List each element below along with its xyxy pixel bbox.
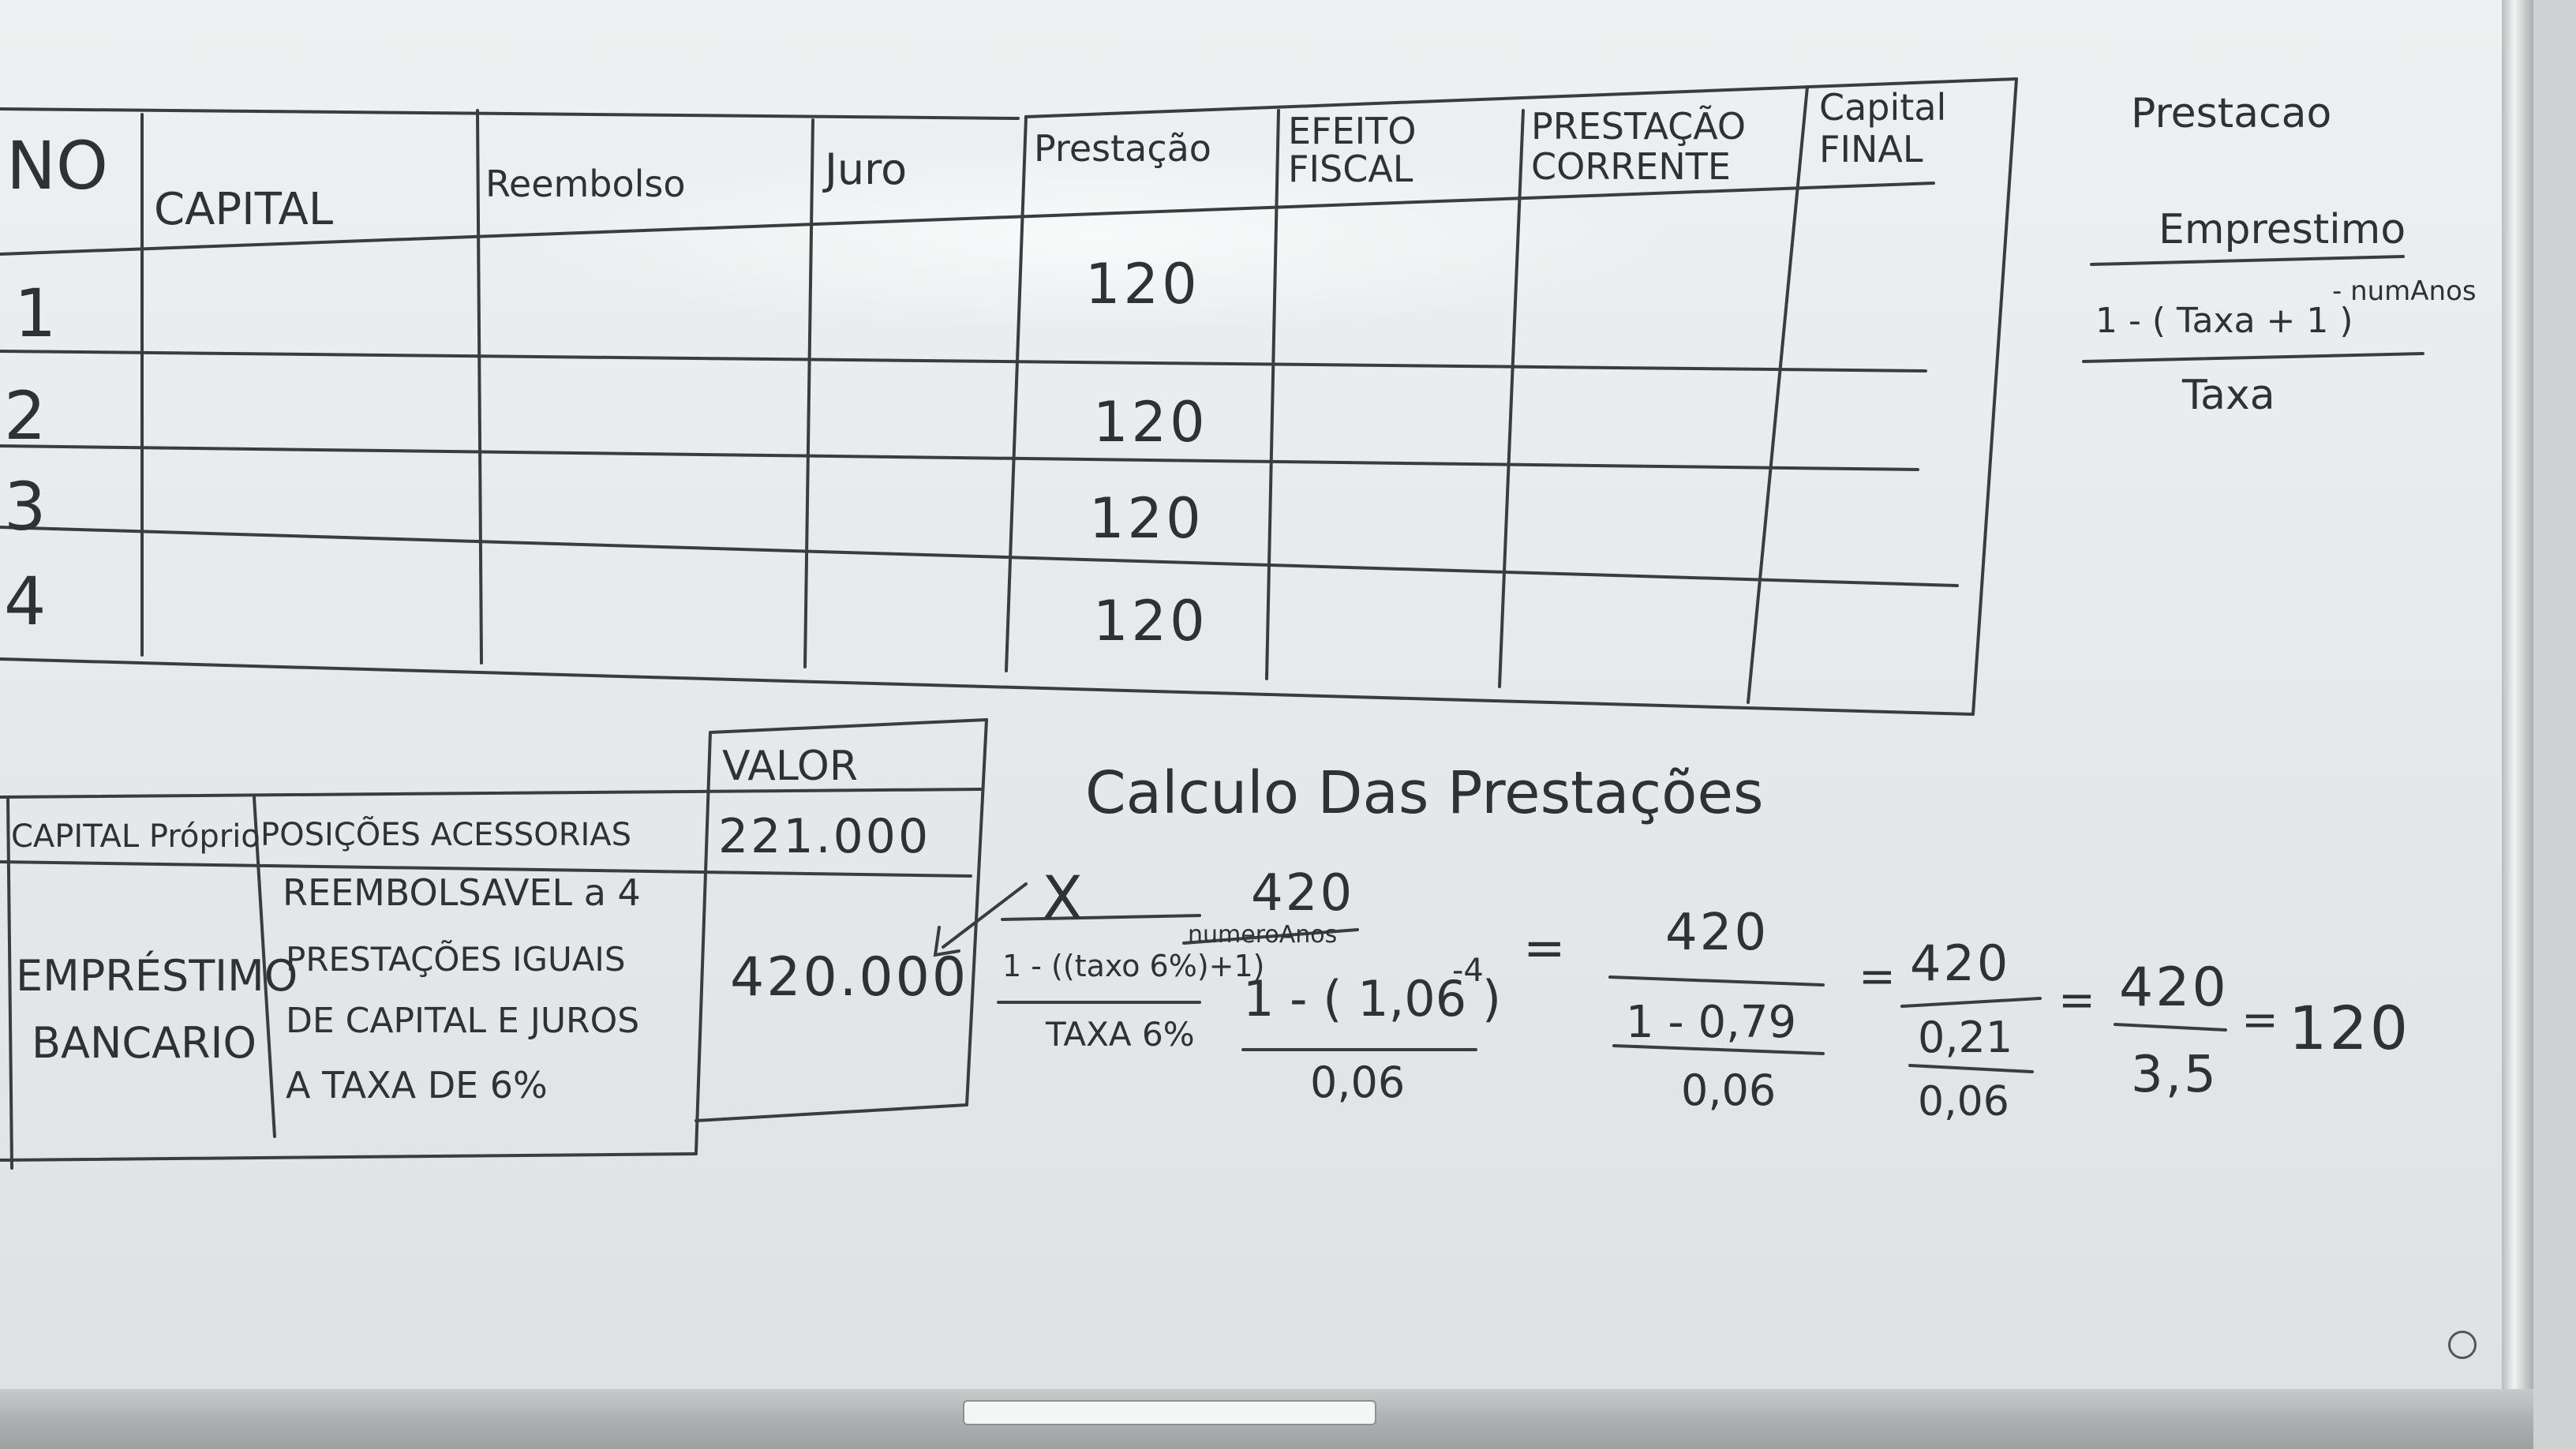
calc-step1-exp: -4 — [1452, 953, 1484, 989]
header-efeito-fiscal: EFEITO FISCAL — [1288, 110, 1417, 191]
calc-eq-2: = — [1859, 951, 1898, 1002]
calc-eq-3: = — [2058, 975, 2098, 1026]
calc-title: Calculo Das Prestações — [1085, 759, 1764, 827]
funding-valor-header: VALOR — [722, 743, 858, 790]
row-no-4: 4 — [4, 563, 47, 640]
calc-step3-num: 420 — [1910, 934, 2011, 992]
row-prestacao-3: 120 — [1089, 486, 1204, 551]
funding-capital-proprio: CAPITAL Próprio — [11, 818, 260, 855]
calc-eq-4: = — [2241, 994, 2281, 1046]
calc-step1-den: 1 - ( 1,06 ) — [1243, 970, 1502, 1028]
calc-step1-div: 0,06 — [1310, 1058, 1406, 1107]
calc-step4-num: 420 — [2119, 957, 2229, 1019]
calc-step2-den: 1 - 0,79 — [1626, 997, 1797, 1048]
formula-divisor: Taxa — [2182, 372, 2275, 419]
header-capital: CAPITAL — [154, 184, 334, 235]
row-no-2: 2 — [4, 377, 47, 455]
calc-step3-den: 0,21 — [1918, 1013, 2013, 1062]
row-prestacao-2: 120 — [1093, 390, 1208, 455]
calc-x-den-top: 1 - ((taxo 6%)+1) — [1002, 949, 1265, 983]
funding-desc-line-1: REEMBOLSAVEL a 4 — [283, 871, 641, 914]
calc-x-den-bottom: TAXA 6% — [1046, 1015, 1195, 1054]
calc-step2-div: 0,06 — [1681, 1065, 1777, 1115]
header-prestacao-corrente: PRESTAÇÃO CORRENTE — [1531, 105, 1747, 188]
funding-desc-line-2: PRESTAÇÕES IGUAIS — [286, 940, 626, 979]
formula-exponent: - numAnos — [2332, 275, 2477, 307]
brand-logo-icon — [2448, 1331, 2477, 1359]
funding-desc-line-4: A TAXA DE 6% — [286, 1064, 548, 1106]
light-glare — [505, 142, 1689, 331]
header-prestacao: Prestação — [1034, 127, 1211, 170]
header-no: NO — [6, 127, 108, 204]
funding-bancario: BANCARIO — [32, 1018, 256, 1068]
calc-result: 120 — [2289, 993, 2411, 1063]
row-prestacao-1: 120 — [1085, 252, 1200, 316]
formula-title: Prestacao — [2131, 90, 2332, 137]
marker-pen — [963, 1400, 1376, 1425]
calc-step4-den: 3,5 — [2131, 1046, 2218, 1104]
header-juro: Juro — [825, 144, 908, 194]
header-reembolso: Reembolso — [485, 163, 686, 205]
formula-numerator: Emprestimo — [2159, 206, 2406, 253]
row-no-3: 3 — [4, 468, 47, 545]
calc-eq-1: = — [1523, 919, 1568, 978]
board-frame — [2502, 0, 2533, 1389]
row-no-1: 1 — [14, 275, 57, 352]
header-capital-final: Capital FINAL — [1819, 86, 1947, 170]
funding-desc-line-3: DE CAPITAL E JUROS — [286, 1001, 640, 1041]
calc-step1-num: 420 — [1251, 864, 1355, 923]
calc-step2-num: 420 — [1665, 904, 1769, 962]
funding-emprestimo: EMPRÉSTIMO — [16, 951, 298, 1001]
funding-posicoes-acessorias: POSIÇÕES ACESSORIAS — [260, 817, 632, 853]
calc-step3-div: 0,06 — [1918, 1078, 2009, 1125]
calc-step1-note: numeroAnos — [1188, 921, 1338, 949]
formula-denominator: 1 - ( Taxa + 1 ) — [2095, 301, 2353, 341]
funding-value-1: 221.000 — [718, 809, 931, 864]
calc-x: X — [1042, 863, 1086, 933]
wall — [2533, 0, 2576, 1449]
row-prestacao-4: 120 — [1093, 589, 1208, 653]
funding-value-2: 420.000 — [730, 946, 969, 1009]
